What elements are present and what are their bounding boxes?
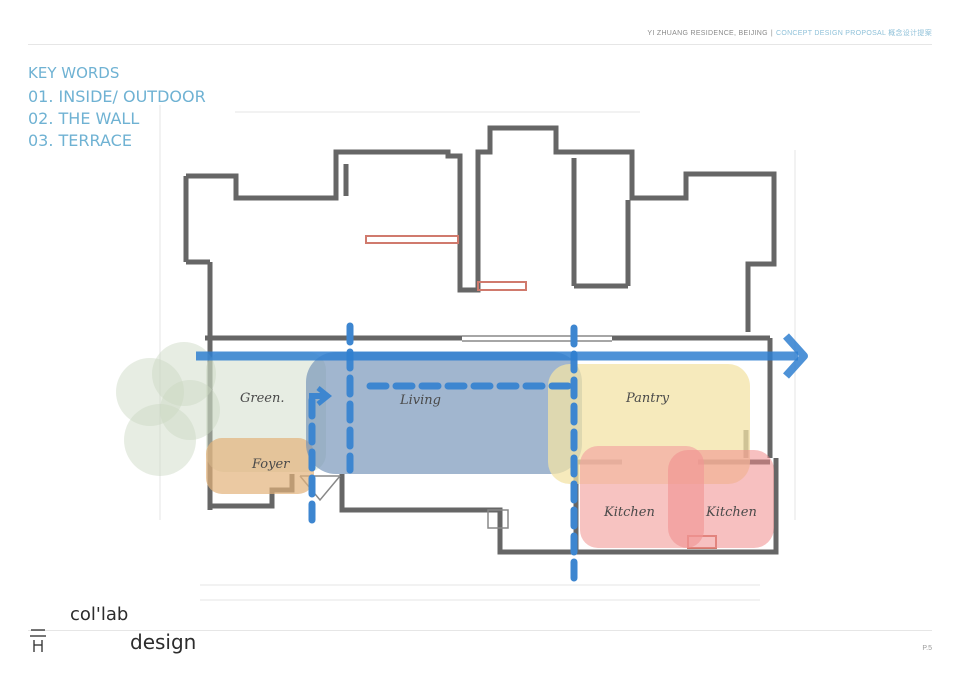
wall-bottom-middle [339, 458, 779, 555]
keyword-item: 01. INSIDE/ OUTDOOR [28, 87, 206, 106]
zone-label-kitchen-2: Kitchen [705, 505, 757, 520]
header-rule [28, 44, 932, 45]
zone-label-foyer: Foyer [251, 457, 290, 472]
brand-word-collab: col'lab [70, 604, 129, 625]
keywords-block: KEY WORDS 01. INSIDE/ OUTDOOR 02. THE WA… [28, 62, 206, 152]
zone-label-living: Living [399, 393, 441, 408]
keyword-item: 03. TERRACE [28, 131, 132, 150]
wall-upper-outline [186, 125, 777, 332]
zone-label-pantry: Pantry [625, 391, 670, 406]
page-header: YI ZHUANG RESIDENCE, BEIJING|CONCEPT DES… [647, 28, 932, 38]
zone-kitchen-2 [668, 450, 774, 548]
brand-mark-icon [30, 629, 46, 652]
keyword-item: 02. THE WALL [28, 109, 140, 128]
footer-rule [28, 630, 932, 631]
circulation-arrow-small [309, 393, 326, 410]
flow-arrow-head [783, 333, 808, 379]
brand-word-design: design [130, 630, 197, 654]
page-number: P.5 [922, 645, 932, 652]
project-name: YI ZHUANG RESIDENCE, BEIJING [647, 30, 768, 37]
zone-foyer [206, 438, 314, 494]
header-separator: | [770, 30, 773, 37]
zone-label-kitchen-1: Kitchen [603, 505, 655, 520]
keywords-title: KEY WORDS [28, 64, 120, 82]
zone-label-green: Green. [240, 391, 285, 406]
phase-label: CONCEPT DESIGN PROPOSAL 概念设计提案 [775, 30, 932, 37]
circulation-dashed [308, 322, 578, 584]
circulation-arrow-head-small [316, 386, 333, 406]
dimension-lines [159, 105, 796, 601]
